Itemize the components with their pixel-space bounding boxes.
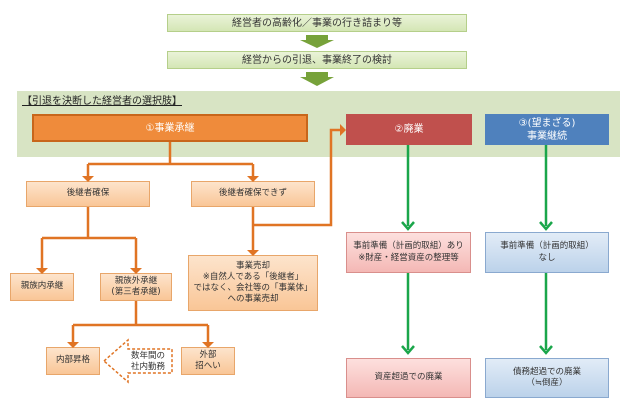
arrowhead-internal (67, 342, 79, 348)
line-not-secured-to-closure (253, 128, 342, 227)
option-unwanted-continuation: ③(望まざる) 事業継続 (485, 114, 609, 145)
non-family-line2: (第三者承継) (111, 287, 161, 297)
arrowhead-closure-result (401, 345, 415, 355)
option-closure: ②廃業 (346, 114, 472, 145)
non-family-line1: 親族外承継 (114, 275, 158, 286)
arrowhead-continuation-result (539, 345, 553, 355)
top-arrow-2 (300, 72, 334, 86)
internal-promotion-label: 内部昇格 (55, 355, 90, 366)
callout-line1: 数年間の (131, 351, 166, 361)
closure-result-label: 資産超過での廃業 (374, 372, 443, 383)
successor-not-secured-label: 後継者確保できず (218, 188, 287, 199)
arrowhead-closure (340, 124, 346, 136)
closure-prep-line2: ※財産・経営資産の整理等 (358, 252, 459, 263)
option-continuation-line2: 事業継続 (527, 130, 567, 142)
continuation-result-line1: 債務超過での廃業 (512, 366, 581, 377)
flow-step-aging-label: 経営者の高齢化／事業の行き詰まり等 (232, 17, 402, 29)
closure-prep-line1: 事前準備（計画的取組）あり (353, 241, 464, 252)
option-business-succession-label: ①事業承継 (145, 122, 195, 134)
flow-step-retirement-label: 経営からの引退、事業終了の検討 (242, 54, 392, 66)
sale-line4: への事業売却 (227, 294, 279, 305)
arrowhead-not-secured (247, 176, 259, 182)
arrowhead-sale (247, 250, 259, 256)
sale-line1: 事業売却 (235, 260, 270, 271)
closure-result-box: 資産超過での廃業 (346, 358, 471, 398)
callout-text: 数年間の 社内勤務 (131, 351, 165, 374)
closure-prep-box: 事前準備（計画的取組）あり ※財産・経営資産の整理等 (346, 232, 471, 273)
flow-step-retirement-consideration: 経営からの引退、事業終了の検討 (167, 51, 467, 69)
top-arrow-1 (300, 35, 334, 48)
external-line2: 招へい (195, 361, 221, 371)
arrowhead-nonfamily (130, 268, 142, 274)
sale-line3: ではなく、会社等の「事業体」 (193, 283, 313, 293)
option-business-succession: ①事業承継 (32, 114, 308, 142)
continuation-prep-line1: 事前準備（計画的取組） (500, 241, 594, 252)
continuation-prep-box: 事前準備（計画的取組） なし (485, 232, 609, 273)
external-line1: 外部 (199, 349, 217, 360)
business-sale-box: 事業売却 ※自然人である「後継者」 ではなく、会社等の「事業体」 への事業売却 (188, 255, 318, 311)
arrowhead-external (202, 342, 214, 348)
external-hire-box: 外部 招へい (181, 347, 235, 375)
continuation-prep-line2: なし (538, 252, 556, 263)
option-closure-label: ②廃業 (394, 124, 424, 135)
arrowhead-secured (82, 176, 94, 182)
continuation-result-box: 債務超過での廃業 （≒倒産） (485, 358, 609, 398)
arrowhead-closure-prep (401, 221, 415, 231)
successor-secured-label: 後継者確保 (66, 188, 110, 199)
option-continuation-line1: ③(望まざる) (518, 117, 576, 129)
callout-arrow (102, 338, 173, 384)
sale-line2: ※自然人である「後継者」 (202, 271, 304, 282)
callout-line2: 社内勤務 (131, 362, 166, 373)
continuation-result-line2: （≒倒産） (526, 378, 568, 388)
family-succession-label: 親族内承継 (20, 281, 64, 292)
family-succession-box: 親族内承継 (10, 273, 74, 301)
flow-step-aging: 経営者の高齢化／事業の行き詰まり等 (167, 14, 467, 32)
options-panel-title: 【引退を決断した経営者の選択肢】 (22, 96, 182, 107)
arrowhead-continuation-prep (539, 221, 553, 231)
arrowhead-family (36, 268, 48, 274)
